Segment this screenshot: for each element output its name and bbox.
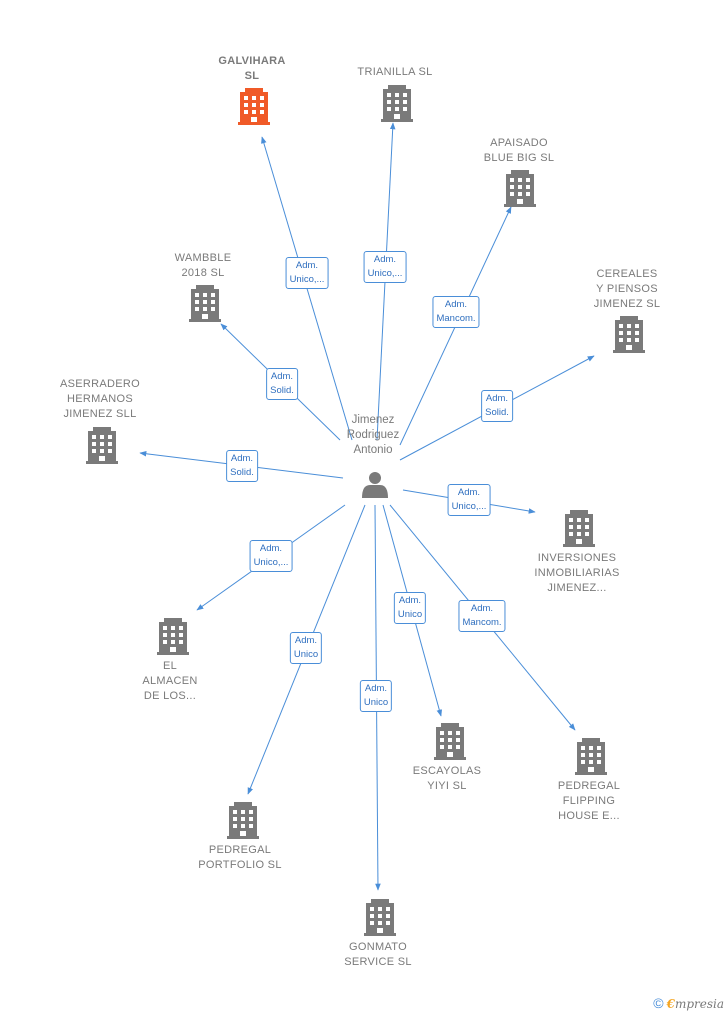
role-label-escayolas[interactable]: Adm.Unico xyxy=(393,592,427,624)
building-icon-inversiones[interactable] xyxy=(563,510,595,547)
footer-brand[interactable]: ©€mpresia xyxy=(653,995,724,1011)
role-label-flipping[interactable]: Adm.Mancom. xyxy=(458,600,506,632)
building-icon-gonmato[interactable] xyxy=(364,899,396,936)
edges-layer xyxy=(139,122,595,891)
role-label-inversiones[interactable]: Adm.Unico,... xyxy=(447,484,491,516)
role-label-gonmato[interactable]: Adm.Unico xyxy=(359,680,393,712)
role-label-trianilla[interactable]: Adm.Unico,... xyxy=(363,251,407,283)
person-icon[interactable] xyxy=(362,472,388,498)
company-label-trianilla[interactable]: TRIANILLA SL xyxy=(357,66,433,78)
building-icon-portfolio[interactable] xyxy=(227,802,259,839)
role-label-apaisado[interactable]: Adm.Mancom. xyxy=(432,296,480,328)
role-label-wambble[interactable]: Adm.Solid. xyxy=(266,368,298,400)
building-icon-almacen[interactable] xyxy=(157,618,189,655)
copyright-symbol: © xyxy=(653,995,664,1011)
building-icon-apaisado[interactable] xyxy=(504,170,536,207)
building-icon-escayolas[interactable] xyxy=(434,723,466,760)
role-label-almacen[interactable]: Adm.Unico,... xyxy=(249,540,293,572)
building-icon-galvihara[interactable] xyxy=(238,88,270,125)
building-icon-trianilla[interactable] xyxy=(381,85,413,122)
role-label-portfolio[interactable]: Adm.Unico xyxy=(289,632,323,664)
role-label-galvihara[interactable]: Adm.Unico,... xyxy=(285,257,329,289)
building-icon-aserradero[interactable] xyxy=(86,427,118,464)
building-icon-cereales[interactable] xyxy=(613,316,645,353)
role-label-cereales[interactable]: Adm.Solid. xyxy=(481,390,513,422)
building-icon-flipping[interactable] xyxy=(575,738,607,775)
brand-logo: €mpresia xyxy=(666,997,724,1011)
role-label-aserradero[interactable]: Adm.Solid. xyxy=(226,450,258,482)
icons-layer xyxy=(86,85,645,936)
building-icon-wambble[interactable] xyxy=(189,285,221,322)
